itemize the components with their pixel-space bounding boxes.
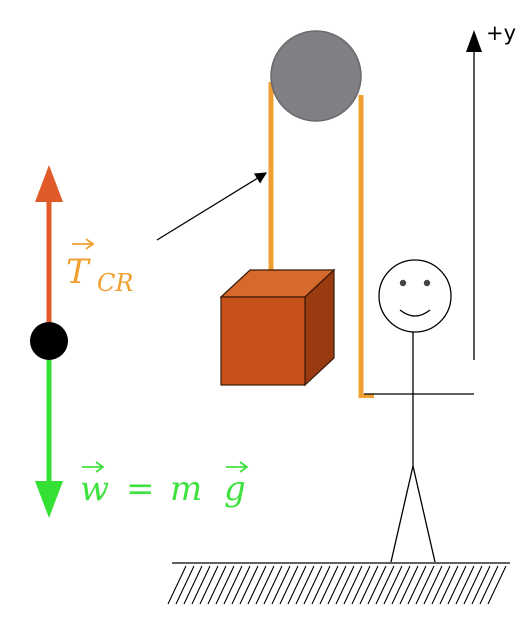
- stick-figure-right-leg: [412, 465, 436, 563]
- ropes: [268, 82, 374, 398]
- weight-lhs: w: [80, 469, 109, 509]
- hatch-mark: [223, 565, 243, 605]
- hatch-mark: [167, 565, 187, 605]
- crate-front: [220, 296, 306, 386]
- crate: [219, 268, 336, 387]
- hatch-mark: [407, 565, 427, 605]
- hatch-mark: [287, 565, 307, 605]
- hatch-mark: [439, 565, 459, 605]
- hatch-mark: [295, 565, 315, 605]
- pulley-wheel: [270, 30, 362, 122]
- hatch-mark: [247, 565, 267, 605]
- hatch-mark: [311, 565, 331, 605]
- hatch-mark: [431, 565, 451, 605]
- hatch-mark: [471, 565, 491, 605]
- hatch-mark: [271, 565, 291, 605]
- weight-gravity: g: [224, 469, 246, 509]
- hatch-mark: [343, 565, 363, 605]
- hatch-mark: [367, 565, 387, 605]
- hatch-mark: [383, 565, 403, 605]
- weight-vector-arrowhead: [35, 481, 63, 518]
- hatch-mark: [239, 565, 259, 605]
- hatch-mark: [415, 565, 435, 605]
- hatch-mark: [183, 565, 203, 605]
- hatch-mark: [231, 565, 251, 605]
- hatch-mark: [319, 565, 339, 605]
- hatch-mark: [447, 565, 467, 605]
- free-body-diagram: [30, 165, 68, 518]
- hatch-mark: [375, 565, 395, 605]
- hatch-mark: [327, 565, 347, 605]
- weight-lhs-vector-mark: [82, 461, 105, 473]
- hatch-mark: [215, 565, 235, 605]
- tension-symbol: T: [66, 252, 91, 292]
- stick-figure-smile: [399, 309, 431, 317]
- hatch-mark: [455, 565, 475, 605]
- weight-mass: m: [170, 469, 202, 509]
- weight-equals: =: [126, 469, 155, 509]
- hatch-mark: [351, 565, 371, 605]
- hatch-mark: [191, 565, 211, 605]
- hatch-mark: [199, 565, 219, 605]
- hatch-mark: [263, 565, 283, 605]
- hatch-mark: [463, 565, 483, 605]
- hatch-mark: [399, 565, 419, 605]
- stick-figure-left-leg: [390, 465, 414, 563]
- tension-pointer-arrow: [156, 172, 267, 241]
- hatch-mark: [423, 565, 443, 605]
- y-axis-label: +y: [486, 21, 516, 45]
- hatch-mark: [479, 565, 499, 605]
- object-point: [30, 322, 68, 360]
- tension-label-vector-mark: [72, 238, 95, 250]
- stick-figure: [364, 259, 474, 563]
- hatch-mark: [279, 565, 299, 605]
- y-axis: +y: [466, 21, 516, 360]
- tension-vector-arrowhead: [35, 165, 63, 202]
- hatch-mark: [487, 565, 507, 605]
- y-axis-arrowhead: [466, 30, 482, 52]
- tension-label: T CR: [66, 238, 133, 297]
- hatch-mark: [303, 565, 323, 605]
- hatch-mark: [391, 565, 411, 605]
- hatch-mark: [207, 565, 227, 605]
- hatch-mark: [255, 565, 275, 605]
- stick-figure-right-eye: [423, 279, 431, 287]
- hatch-mark: [335, 565, 355, 605]
- hatch-mark: [175, 565, 195, 605]
- ground: [167, 562, 510, 605]
- hatch-mark: [359, 565, 379, 605]
- weight-label: w = m g: [80, 461, 249, 509]
- stick-figure-head: [378, 259, 452, 333]
- weight-g-vector-mark: [226, 461, 249, 473]
- ground-hatching: [167, 565, 507, 605]
- stick-figure-left-eye: [399, 279, 407, 287]
- tension-subscript: CR: [97, 269, 133, 297]
